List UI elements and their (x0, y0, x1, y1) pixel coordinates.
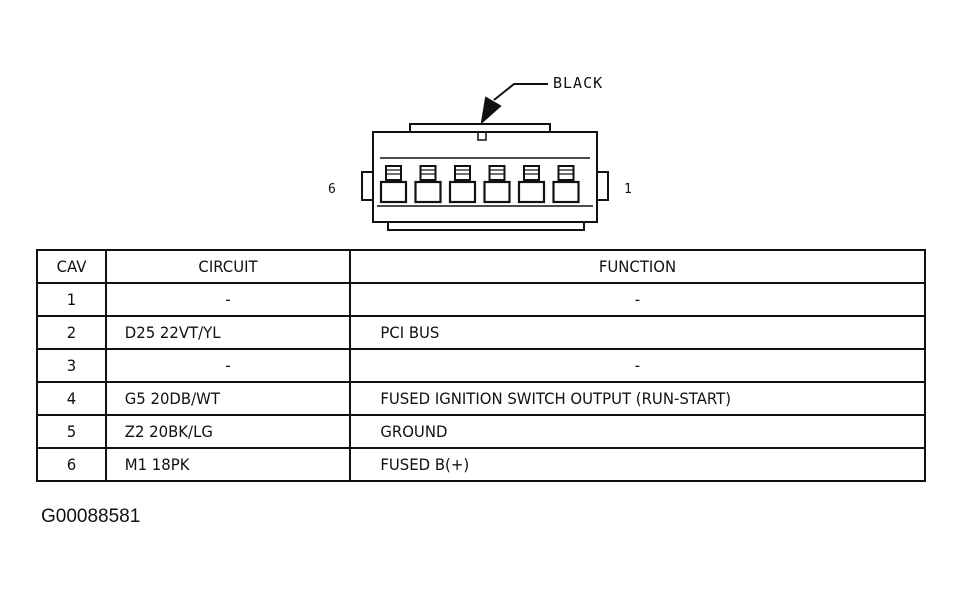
table-row: 3 - - (37, 348, 925, 383)
table-row: 6 M1 18PK FUSED B(+) (37, 447, 925, 482)
circuit-cell: Z2 20BK/LG (113, 414, 343, 449)
table-row: 4 G5 20DB/WT FUSED IGNITION SWITCH OUTPU… (37, 381, 925, 416)
function-cell: GROUND (369, 414, 906, 449)
function-cell: - (369, 282, 906, 317)
key-notch (477, 132, 487, 141)
cavity-terminal (517, 165, 546, 204)
cav-cell: 3 (38, 348, 105, 383)
cavity-terminal (414, 165, 442, 204)
table-header-row: CAV CIRCUIT FUNCTION (37, 249, 925, 284)
cav-cell: 2 (38, 315, 105, 350)
cavity-terminal (448, 165, 477, 204)
table-row: 1 - - (37, 282, 925, 317)
function-cell: FUSED B(+) (369, 447, 906, 482)
right-pin-number: 1 (624, 182, 632, 197)
color-leader (480, 83, 548, 125)
cav-cell: 6 (38, 447, 105, 482)
connector-color-label: BLACK (553, 74, 604, 92)
circuit-cell: D25 22VT/YL (113, 315, 343, 350)
cavity-group (379, 165, 580, 204)
header-circuit: CIRCUIT (113, 249, 343, 284)
circuit-cell: - (113, 282, 343, 317)
circuit-cell: G5 20DB/WT (113, 381, 343, 416)
header-cav: CAV (38, 249, 105, 284)
connector-diagram (361, 83, 609, 231)
function-cell: PCI BUS (369, 315, 906, 350)
cavity-terminal (552, 165, 580, 204)
header-function: FUNCTION (369, 249, 906, 284)
cavity-terminal (483, 165, 511, 204)
function-cell: FUSED IGNITION SWITCH OUTPUT (RUN-START) (369, 381, 906, 416)
table-row: 5 Z2 20BK/LG GROUND (37, 414, 925, 449)
cav-cell: 1 (38, 282, 105, 317)
figure-id: G00088581 (41, 506, 141, 527)
connector-body (361, 123, 609, 231)
cavity-table: CAV CIRCUIT FUNCTION 1 - - 2 D25 22VT/YL… (36, 249, 926, 482)
cav-cell: 4 (38, 381, 105, 416)
circuit-cell: M1 18PK (113, 447, 343, 482)
left-pin-number: 6 (328, 182, 336, 197)
function-cell: - (369, 348, 906, 383)
table-row: 2 D25 22VT/YL PCI BUS (37, 315, 925, 350)
circuit-cell: - (113, 348, 343, 383)
cavity-terminal (379, 165, 408, 204)
cav-cell: 5 (38, 414, 105, 449)
